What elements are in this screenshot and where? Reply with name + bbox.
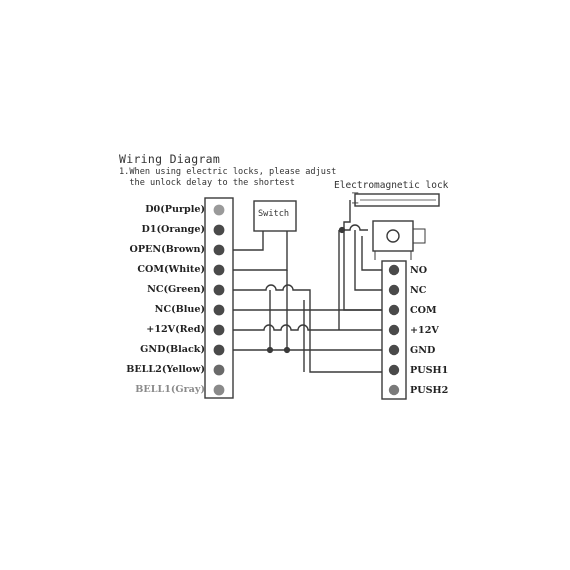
screw-open <box>213 244 225 256</box>
switch-label: Switch <box>258 209 290 219</box>
screw-d1 <box>213 224 225 236</box>
left-terminal-label-nc-green: NC(Green) <box>147 284 205 295</box>
left-terminal-label-open: OPEN(Brown) <box>129 244 205 255</box>
screw-12v <box>213 324 225 336</box>
left-terminal-label-d0: D0(Purple) <box>145 204 205 215</box>
junction-dot <box>338 226 346 234</box>
screw-bell1 <box>213 384 225 396</box>
screw-gnd-right <box>388 344 400 356</box>
left-terminal-label-12v: +12V(Red) <box>146 324 205 335</box>
screw-nc-blue <box>213 304 225 316</box>
left-terminal-label-nc-blue: NC(Blue) <box>154 304 205 315</box>
right-terminal-label-no: NO <box>410 265 428 276</box>
right-terminal-label-com: COM <box>410 305 437 316</box>
screw-gnd <box>213 344 225 356</box>
screw-12v-right <box>388 324 400 336</box>
screw-d0 <box>213 204 225 216</box>
screw-nc <box>388 284 400 296</box>
electromagnetic-lock-label: Electromagnetic lock <box>334 180 449 191</box>
left-terminal-label-d1: D1(Orange) <box>141 224 206 235</box>
note-line-1: 1.When using electric locks, please adju… <box>119 167 337 177</box>
right-screws <box>388 264 400 396</box>
right-terminal-label-push1: PUSH1 <box>410 365 449 376</box>
note-line-2: the unlock delay to the shortest <box>119 177 295 188</box>
screw-nc-green <box>213 284 225 296</box>
switch-box <box>253 200 297 232</box>
left-terminal-label-gnd: GND(Black) <box>140 344 205 355</box>
electromagnetic-lock-body <box>354 193 440 207</box>
right-terminal-label-nc: NC <box>410 285 427 296</box>
left-terminal-label-bell2: BELL2(Yellow) <box>126 364 205 375</box>
left-terminal-label-com: COM(White) <box>137 264 205 275</box>
diagram-title: Wiring Diagram <box>119 152 221 166</box>
screw-push2 <box>388 384 400 396</box>
screw-push1 <box>388 364 400 376</box>
lock-plate-circle <box>386 229 400 243</box>
screw-bell2 <box>213 364 225 376</box>
usage-note: 1.When using electric locks, please adju… <box>119 167 336 188</box>
left-terminal-block <box>204 197 234 399</box>
right-terminal-label-12v: +12V <box>410 325 439 336</box>
screw-no <box>388 264 400 276</box>
lock-plate <box>372 220 414 252</box>
left-screws <box>213 204 225 396</box>
right-terminal-label-push2: PUSH2 <box>410 385 449 396</box>
screw-com-right <box>388 304 400 316</box>
left-terminal-label-bell1: BELL1(Gray) <box>135 384 205 395</box>
right-terminal-label-gnd: GND <box>410 345 436 356</box>
screw-com <box>213 264 225 276</box>
